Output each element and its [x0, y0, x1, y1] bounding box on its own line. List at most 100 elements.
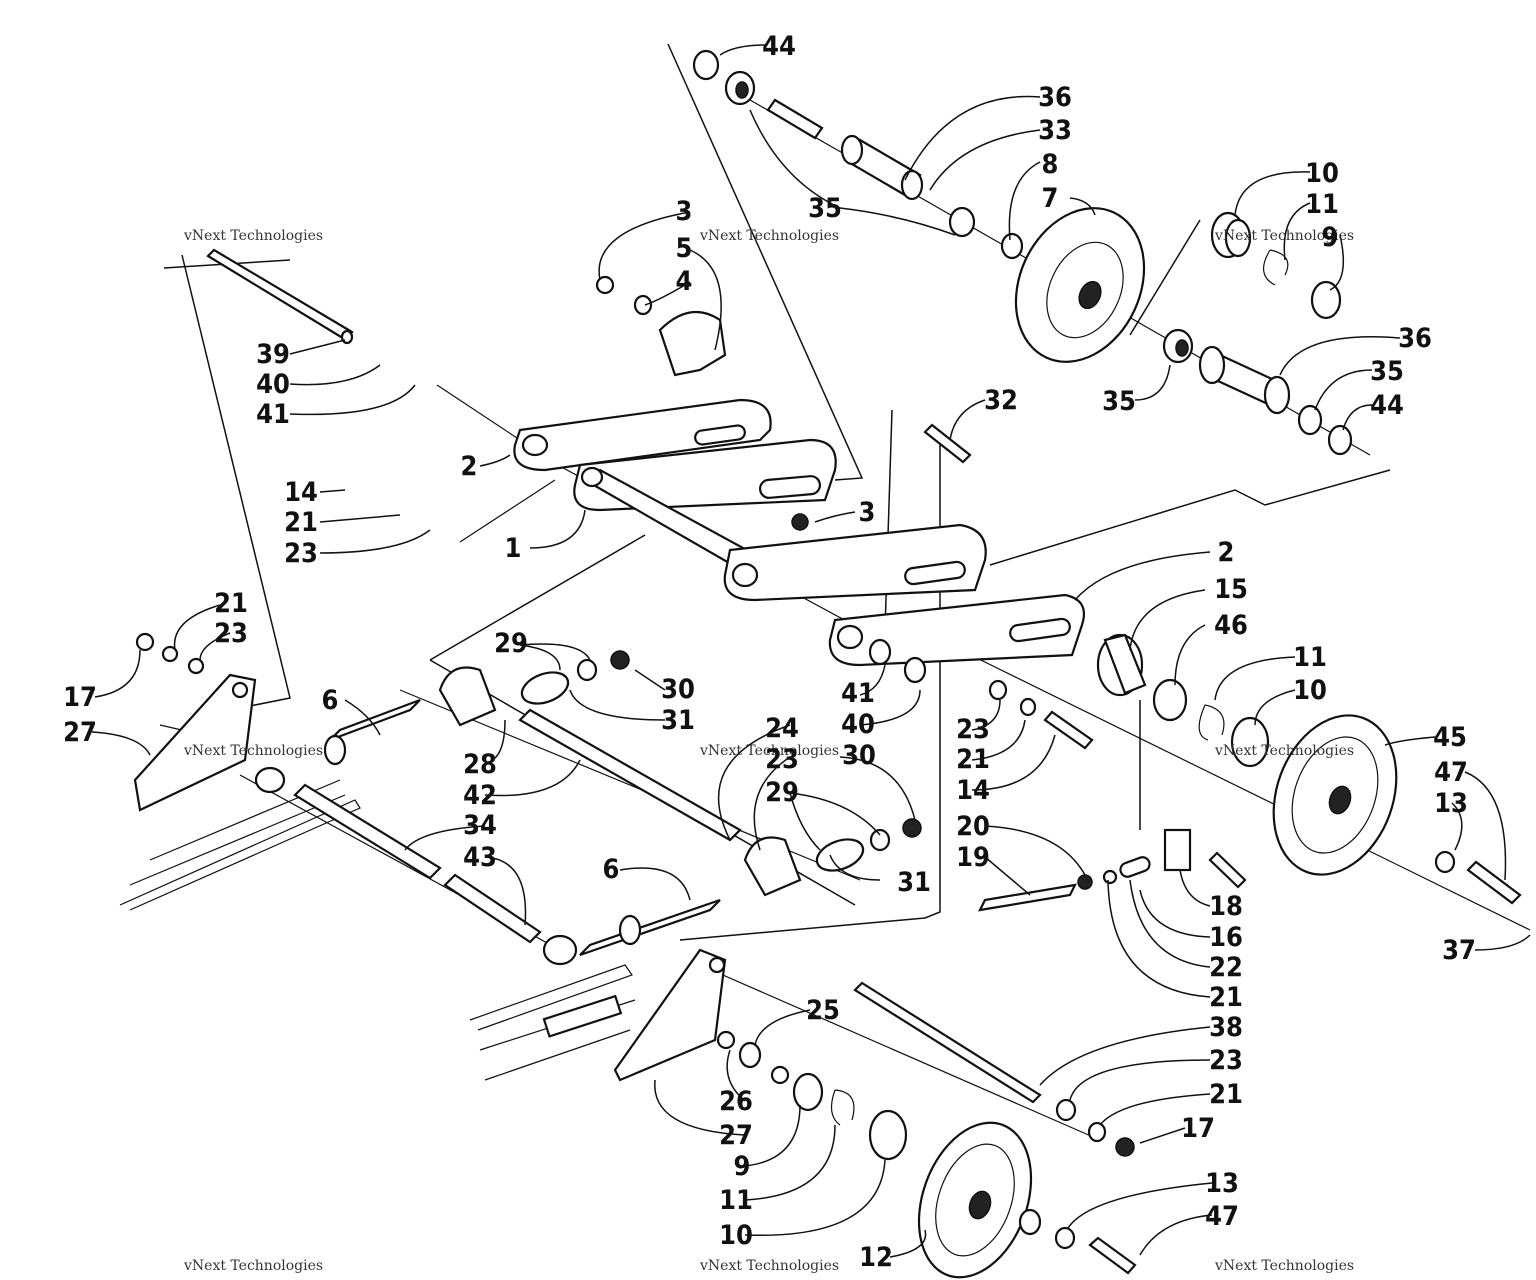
part-36-spacer-right [1198, 345, 1291, 415]
callout-21: 21 [1209, 982, 1243, 1013]
callout-23: 23 [1209, 1045, 1243, 1076]
callout-23: 23 [284, 538, 318, 569]
callout-30: 30 [842, 740, 876, 771]
callout-37: 37 [1442, 935, 1476, 966]
watermark-label: vNext Technologies [1214, 743, 1354, 759]
callout-21: 21 [1209, 1079, 1243, 1110]
callout-43: 43 [463, 842, 497, 873]
callout-33: 33 [1038, 115, 1072, 146]
callout-18: 18 [1209, 891, 1243, 922]
part-27-plate-upper [133, 632, 257, 812]
watermark-label: vNext Technologies [183, 228, 323, 244]
callout-41: 41 [841, 678, 875, 709]
callout-40: 40 [256, 369, 290, 400]
callout-13: 13 [1205, 1168, 1239, 1199]
callout-11: 11 [1305, 189, 1339, 220]
watermark-label: vNext Technologies [699, 1258, 839, 1274]
watermark-label: vNext Technologies [699, 743, 839, 759]
callout-35: 35 [1102, 386, 1136, 417]
watermark-label: vNext Technologies [1214, 1258, 1354, 1274]
top-small-parts [692, 49, 1353, 456]
callout-15: 15 [1214, 574, 1248, 605]
callout-12: 12 [859, 1242, 893, 1273]
callout-numbers: 44 36 33 8 7 35 10 11 9 36 35 44 35 3 5 … [63, 31, 1476, 1273]
callout-21: 21 [956, 744, 990, 775]
center-right-hardware [791, 423, 1247, 1157]
callout-4: 4 [676, 266, 693, 297]
slide-rails [119, 779, 636, 1081]
callout-30: 30 [661, 674, 695, 705]
callout-36: 36 [1398, 323, 1432, 354]
callout-10: 10 [1293, 675, 1327, 706]
callout-40: 40 [841, 709, 875, 740]
callout-17: 17 [1181, 1113, 1215, 1144]
callout-3: 3 [859, 497, 876, 528]
callout-11: 11 [1293, 642, 1327, 673]
callout-23: 23 [214, 618, 248, 649]
watermark-label: vNext Technologies [699, 228, 839, 244]
part-2-upper-arm [513, 398, 772, 472]
callout-27: 27 [63, 717, 97, 748]
callout-21: 21 [214, 588, 248, 619]
callout-23: 23 [765, 744, 799, 775]
callout-41: 41 [256, 399, 290, 430]
callout-5: 5 [676, 233, 693, 264]
callout-19: 19 [956, 842, 990, 873]
part-2-right-arm-a [723, 523, 987, 602]
callout-11: 11 [719, 1185, 753, 1216]
callout-45: 45 [1433, 722, 1467, 753]
callout-16: 16 [1209, 922, 1243, 953]
callout-35: 35 [1370, 356, 1404, 387]
part-39-rod [206, 248, 354, 345]
callout-8: 8 [1042, 149, 1059, 180]
callout-29: 29 [494, 628, 528, 659]
watermark-label: vNext Technologies [183, 1258, 323, 1274]
callout-20: 20 [956, 811, 990, 842]
part-5-bumper [595, 275, 727, 377]
part-7-idler-wheel [1014, 207, 1146, 363]
callout-35: 35 [808, 193, 842, 224]
callout-24: 24 [765, 713, 799, 744]
watermarks: vNext Technologies vNext Technologies vN… [183, 228, 1354, 1274]
right-wheel-group [1096, 633, 1522, 905]
callout-13: 13 [1434, 788, 1468, 819]
callout-34: 34 [463, 810, 497, 841]
callout-47: 47 [1205, 1201, 1239, 1232]
callout-2: 2 [461, 451, 478, 482]
callout-25: 25 [806, 995, 840, 1026]
callout-7: 7 [1042, 183, 1059, 214]
part-2-right-arm-b [828, 593, 1086, 667]
callout-39: 39 [256, 339, 290, 370]
callout-9: 9 [734, 1151, 751, 1182]
watermark-label: vNext Technologies [1214, 228, 1354, 244]
callout-10: 10 [719, 1220, 753, 1251]
callout-32: 32 [984, 385, 1018, 416]
callout-31: 31 [661, 705, 695, 736]
callout-47: 47 [1434, 757, 1468, 788]
callout-46: 46 [1214, 610, 1248, 641]
callout-17: 17 [63, 682, 97, 713]
callout-42: 42 [463, 780, 497, 811]
callout-6: 6 [322, 685, 339, 716]
callout-28: 28 [463, 749, 497, 780]
callout-27: 27 [719, 1120, 753, 1151]
callout-14: 14 [956, 775, 990, 806]
callout-2: 2 [1218, 537, 1235, 568]
callout-26: 26 [719, 1086, 753, 1117]
part-36-spacer-top [840, 134, 924, 201]
top-right-bearing-group [1210, 211, 1342, 320]
callout-21: 21 [284, 507, 318, 538]
part-27-plate-lower [613, 948, 1137, 1279]
callout-38: 38 [1209, 1012, 1243, 1043]
callout-14: 14 [284, 477, 318, 508]
callout-31: 31 [897, 867, 931, 898]
watermark-label: vNext Technologies [183, 743, 323, 759]
callout-44: 44 [762, 31, 796, 62]
callout-3: 3 [676, 196, 693, 227]
callout-23: 23 [956, 714, 990, 745]
callout-36: 36 [1038, 82, 1072, 113]
callout-44: 44 [1370, 390, 1404, 421]
callout-22: 22 [1209, 952, 1243, 983]
